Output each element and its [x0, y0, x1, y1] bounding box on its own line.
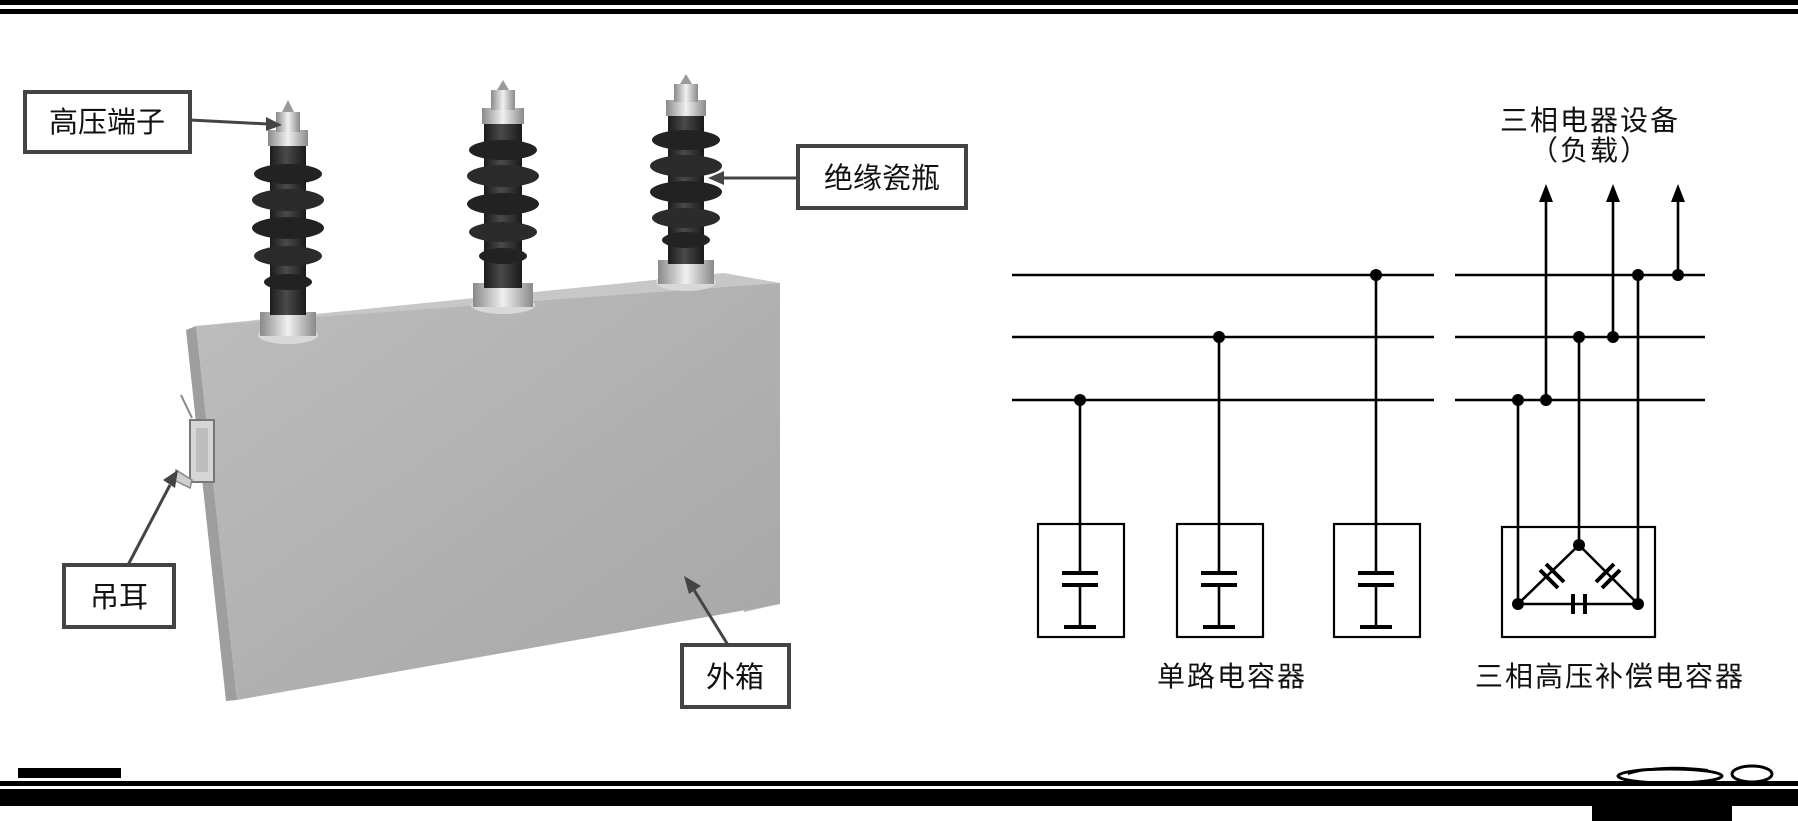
decorative-pen-icon [1616, 764, 1774, 785]
three-phase-capacitor-bank [1500, 269, 1657, 639]
capacitor-photo [173, 74, 780, 701]
callout-housing: 外箱 [680, 576, 791, 709]
single-capacitor-2 [1175, 331, 1265, 639]
housing-label: 外箱 [706, 660, 764, 694]
load-title: 三相电器设备 [1500, 104, 1680, 137]
insulator-label: 绝缘瓷瓶 [824, 161, 940, 195]
three-phase-caps-label: 三相高压补偿电容器 [1475, 660, 1745, 693]
single-caps-label: 单路电容器 [1157, 660, 1307, 693]
callout-lifting-lug: 吊耳 [62, 470, 178, 629]
single-capacitor-1 [1036, 394, 1126, 639]
bushing-2 [467, 80, 539, 314]
load-subtitle: （负载） [1530, 134, 1650, 167]
load-feed-arrows [1539, 184, 1685, 406]
callout-insulator: 绝缘瓷瓶 [708, 144, 968, 210]
bushing-1 [252, 100, 324, 344]
lifting-lug-label: 吊耳 [90, 580, 148, 614]
terminal-label: 高压端子 [49, 105, 165, 139]
bottom-border [0, 768, 1798, 821]
housing-front [196, 283, 780, 700]
single-capacitor-3 [1332, 269, 1422, 639]
top-border [0, 0, 1798, 14]
bushing-3 [650, 74, 722, 291]
callout-terminal: 高压端子 [23, 90, 282, 154]
circuit-diagram: 三相电器设备 （负载） 单路电容器 三相高压补偿电容器 [1012, 104, 1745, 693]
